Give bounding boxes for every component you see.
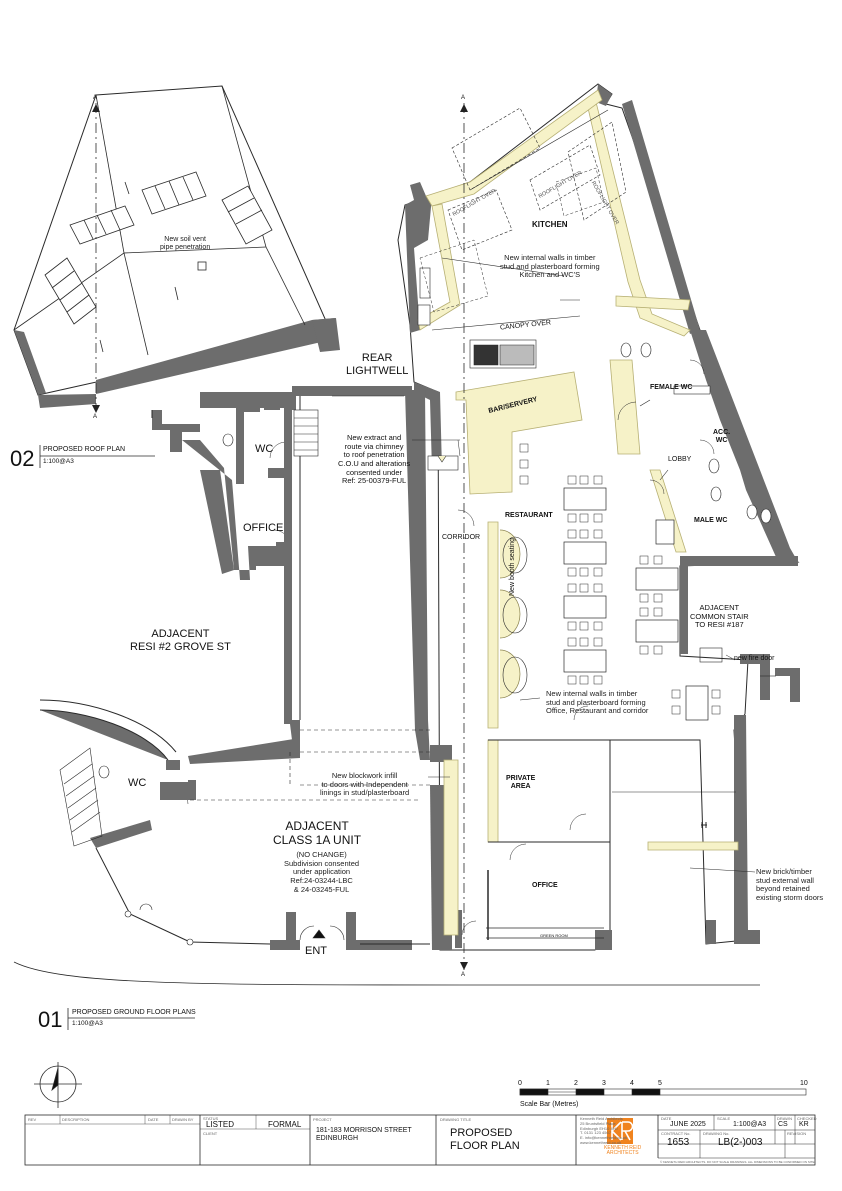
revision-label: REVISION	[787, 1131, 807, 1136]
entrance-label: ENT	[305, 945, 327, 957]
scale-label-5: 5	[658, 1080, 662, 1087]
ground-plan-number: 01	[38, 1007, 63, 1032]
section-marker: A	[93, 95, 98, 101]
roof-plan-title: PROPOSED ROOF PLAN	[43, 446, 126, 453]
green-room-label: GREEN ROOM	[540, 933, 568, 938]
drawn-by-header: DRAWN BY	[172, 1117, 194, 1122]
description-header: DESCRIPTION	[62, 1117, 90, 1122]
checked-value: KR	[799, 1121, 809, 1128]
acc-wc-label: ACC. WC	[713, 429, 731, 445]
project-address: 181-183 MORRISON STREET EDINBURGH	[316, 1127, 412, 1143]
section-marker: A	[461, 95, 466, 101]
drawing-title-label: DRAWING TITLE	[440, 1117, 472, 1122]
scale-label-10: 10	[800, 1080, 808, 1087]
office-right-label: OFFICE	[532, 882, 558, 889]
scale-label-4: 4	[630, 1080, 634, 1087]
lobby-label: LOBBY	[668, 456, 692, 463]
private-area-label: PRIVATE AREA	[506, 775, 536, 791]
booth-seating-label: New booth seating	[509, 538, 516, 596]
blockwork-note: New blockwork infill to doors with Indep…	[320, 771, 410, 798]
soil-vent-note: New soil vent pipe penetration	[160, 236, 211, 252]
scale-value: 1:100@A3	[733, 1121, 767, 1128]
adjacent-stair-label: ADJACENT COMMON STAIR TO RESI #187	[690, 603, 749, 630]
scale-label: SCALE	[717, 1116, 731, 1121]
logo-text: KENNETH REID ARCHITECTS	[604, 1145, 642, 1156]
checked-label: CHECKED	[797, 1116, 817, 1121]
restaurant-tables	[563, 487, 709, 721]
footer-note: © KENNETH REID ARCHITECTS. DO NOT SCALE …	[660, 1160, 815, 1164]
adjacent-resi-label: ADJACENT RESI #2 GROVE ST	[130, 628, 231, 653]
date-label: DATE	[661, 1116, 672, 1121]
status-header: STATUS	[203, 1116, 219, 1121]
fire-door-note: new fire door	[734, 655, 775, 662]
north-arrow	[34, 1062, 82, 1108]
section-marker: A	[93, 414, 98, 420]
office-address: Kenneth Reid Architects 25 Bruntsfield P…	[580, 1116, 627, 1145]
female-wc-label: FEMALE WC	[650, 384, 693, 391]
scale-bar	[519, 1088, 807, 1096]
drawing-title: PROPOSED FLOOR PLAN	[450, 1127, 520, 1152]
kitchen-walls-note: New internal walls in timber stud and pl…	[500, 253, 600, 280]
extract-note: New extract and route via chimney to roo…	[338, 433, 411, 486]
roof-plan	[13, 85, 340, 413]
listed-label: LISTED	[206, 1120, 235, 1129]
drawing-number: LB(2-)003	[718, 1137, 763, 1148]
status-value: FORMAL	[268, 1120, 302, 1129]
job-label: CONTRACT No.	[661, 1131, 691, 1136]
roof-plan-scale: 1:100@A3	[43, 458, 74, 465]
scale-caption: Scale Bar (Metres)	[520, 1101, 579, 1108]
date-header: DATE	[148, 1117, 159, 1122]
project-label: PROJECT	[313, 1117, 332, 1122]
storm-doors-note: New brick/timber stud external wall beyo…	[756, 867, 824, 902]
rev-header: REV	[28, 1117, 37, 1122]
existing-walls	[405, 84, 800, 950]
scale-label-2: 2	[574, 1080, 578, 1087]
restaurant-label: RESTAURANT	[505, 512, 553, 519]
scale-label-0: 0	[518, 1080, 522, 1087]
wc-lower-label: WC	[128, 777, 147, 789]
date-value: JUNE 2025	[670, 1121, 706, 1128]
wc-upper-label: WC	[255, 443, 274, 455]
roof-plan-number: 02	[10, 446, 35, 471]
kitchen-label: KITCHEN	[532, 220, 568, 229]
office-walls-note: New internal walls in timber stud and pl…	[546, 689, 649, 716]
drawn-label: DRAWN	[777, 1116, 792, 1121]
scale-label-1: 1	[546, 1080, 550, 1087]
adjacent-class-label: ADJACENT CLASS 1A UNIT	[273, 819, 362, 847]
new-walls	[417, 89, 739, 936]
no-change-note: (NO CHANGE) Subdivision consented under …	[284, 850, 360, 894]
corridor-label: CORRIDOR	[442, 534, 481, 541]
drawn-value: CS	[778, 1121, 788, 1128]
male-wc-label: MALE WC	[694, 517, 728, 524]
ground-floor-plan	[13, 83, 800, 986]
scale-label-3: 3	[602, 1080, 606, 1087]
section-marker: A	[461, 972, 466, 978]
drawing-no-label: DRAWING No.	[703, 1131, 730, 1136]
ground-plan-title: PROPOSED GROUND FLOOR PLANS	[72, 1009, 196, 1016]
title-block	[24, 1114, 816, 1166]
client-label: CLIENT	[203, 1131, 218, 1136]
job-number: 1653	[667, 1137, 690, 1148]
ground-plan-scale: 1:100@A3	[72, 1020, 103, 1027]
office-left-label: OFFICE	[243, 522, 284, 534]
rear-lightwell-label: REAR LIGHTWELL	[346, 352, 409, 377]
